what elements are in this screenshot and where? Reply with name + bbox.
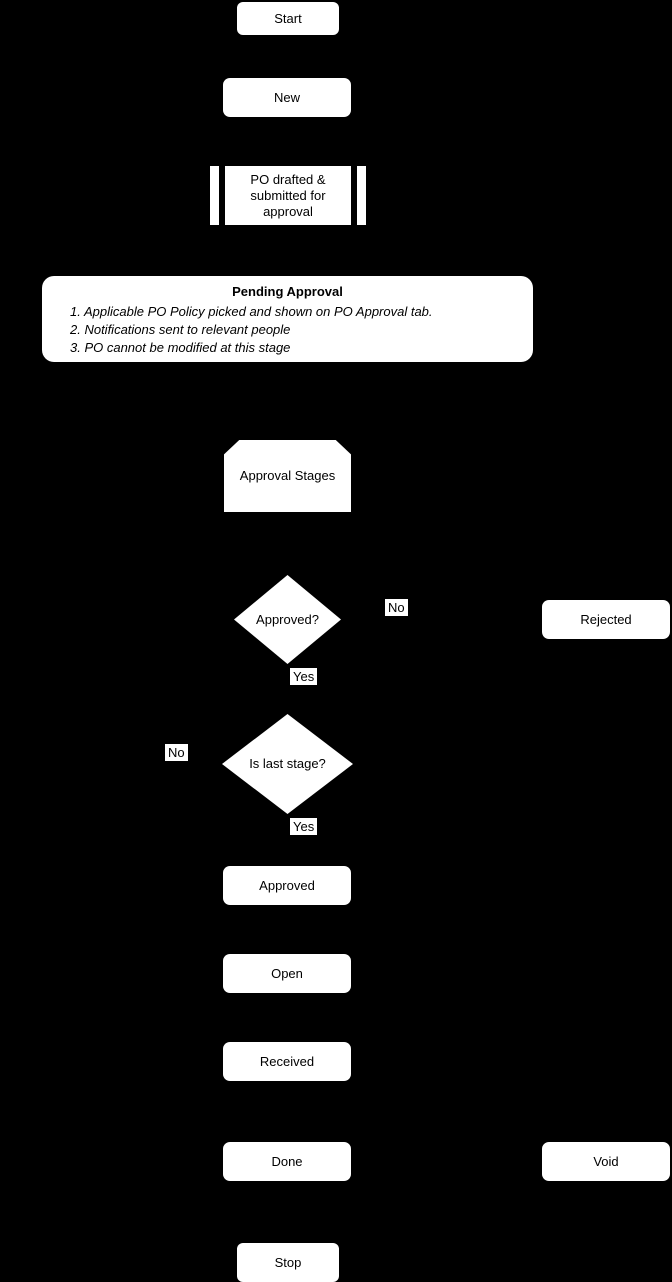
node-stop: Stop (237, 1243, 339, 1282)
pending-approval-item-1: 1. Applicable PO Policy picked and shown… (70, 304, 433, 319)
edge-label-is-last-stage-no: No (165, 744, 188, 761)
node-done-label: Done (271, 1153, 303, 1169)
node-new-label: New (273, 89, 300, 105)
decision-approved: Approved? (234, 575, 341, 664)
node-received-label: Received (259, 1053, 315, 1069)
predefined-process-left-bar (210, 166, 219, 225)
node-open-label: Open (271, 965, 303, 981)
pending-approval-item-3: 3. PO cannot be modified at this stage (70, 340, 291, 355)
node-po-drafted-predefined-process: PO drafted & submitted for approval (210, 166, 366, 225)
pending-approval-title: Pending Approval (232, 284, 343, 299)
node-rejected: Rejected (542, 600, 670, 639)
node-rejected-label: Rejected (580, 611, 632, 627)
node-approval-stages: Approval Stages (224, 440, 351, 512)
edge-label-approved-yes: Yes (290, 668, 318, 685)
node-done: Done (223, 1142, 351, 1181)
node-void: Void (542, 1142, 670, 1181)
node-void-label: Void (593, 1153, 619, 1169)
decision-approved-label: Approved? (256, 611, 319, 627)
decision-is-last-stage: Is last stage? (222, 714, 353, 814)
pending-approval-item-2: 2. Notifications sent to relevant people (70, 322, 291, 337)
node-approved: Approved (223, 866, 351, 905)
node-approved-label: Approved (259, 877, 315, 893)
node-po-drafted-label: PO drafted & submitted for approval (225, 166, 351, 225)
decision-is-last-stage-label: Is last stage? (249, 756, 326, 771)
node-pending-approval-note: Pending Approval 1. Applicable PO Policy… (42, 276, 533, 362)
node-stop-label: Stop (274, 1254, 302, 1270)
edge-label-is-last-stage-yes: Yes (290, 818, 318, 835)
node-approval-stages-label: Approval Stages (239, 468, 336, 483)
node-received: Received (223, 1042, 351, 1081)
node-open: Open (223, 954, 351, 993)
node-start-label: Start (274, 10, 302, 26)
edge-label-approved-no: No (385, 599, 408, 616)
node-new: New (223, 78, 351, 117)
node-start: Start (237, 2, 339, 35)
predefined-process-right-bar (357, 166, 366, 225)
